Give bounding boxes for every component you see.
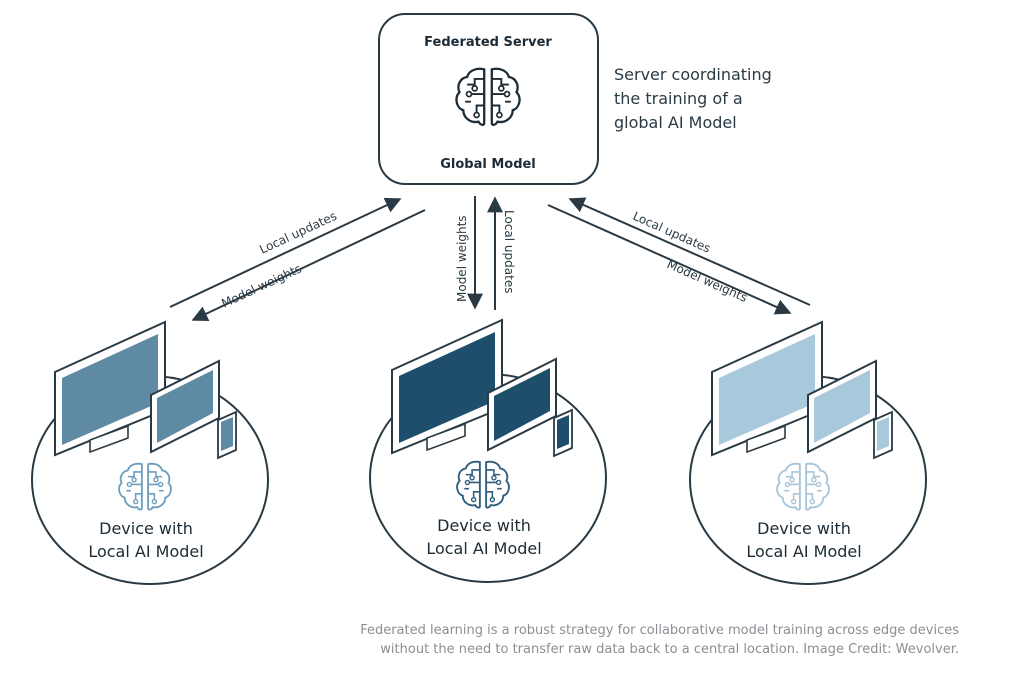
figure-caption: Federated learning is a robust strategy … [239,621,959,659]
server-note-line-2: the training of a [614,89,743,108]
phone-screen-1 [221,417,233,451]
tablet-screen-3 [814,370,870,443]
device-label-2-line-1: Device with [437,516,531,535]
right-local-updates-arrow [568,197,811,306]
right-model-weights-label: Model weights [665,257,750,305]
monitor-stand-3 [746,424,786,454]
center-local-updates-label: Local updates [502,210,516,293]
monitor-stand-1 [89,424,129,454]
monitor-screen-1 [62,334,158,445]
right-model-weights-arrow [547,204,792,315]
phone-screen-3 [877,417,889,451]
device-group-3: Device with Local AI Model [689,320,927,585]
monitor-screen-2 [399,332,495,443]
device-label-3-line-2: Local AI Model [746,542,861,561]
device-label-1-line-2: Local AI Model [88,542,203,561]
tablet-screen-2 [494,368,550,441]
device-group-2: Device with Local AI Model [369,318,607,583]
left-model-weights-label: Model weights [219,261,303,310]
center-model-weights-label: Model weights [455,215,469,302]
server-box [378,13,599,185]
device-group-1: Device with Local AI Model [31,320,269,585]
monitor-screen-3 [719,334,815,445]
server-title: Federated Server [424,35,552,50]
device-label-3-line-1: Device with [757,519,851,538]
caption-line-2: without the need to transfer raw data ba… [380,642,959,657]
tablet-screen-1 [157,370,213,443]
device-label-2-line-2: Local AI Model [426,539,541,558]
server-subtitle: Global Model [440,157,536,172]
caption-line-1: Federated learning is a robust strategy … [360,623,959,638]
left-local-updates-arrow [169,197,402,308]
phone-screen-2 [557,415,569,449]
device-label-1-line-1: Device with [99,519,193,538]
monitor-stand-2 [426,422,466,452]
left-model-weights-arrow [191,209,426,322]
server-note-line-3: global AI Model [614,113,737,132]
server-note-line-1: Server coordinating [614,65,772,84]
